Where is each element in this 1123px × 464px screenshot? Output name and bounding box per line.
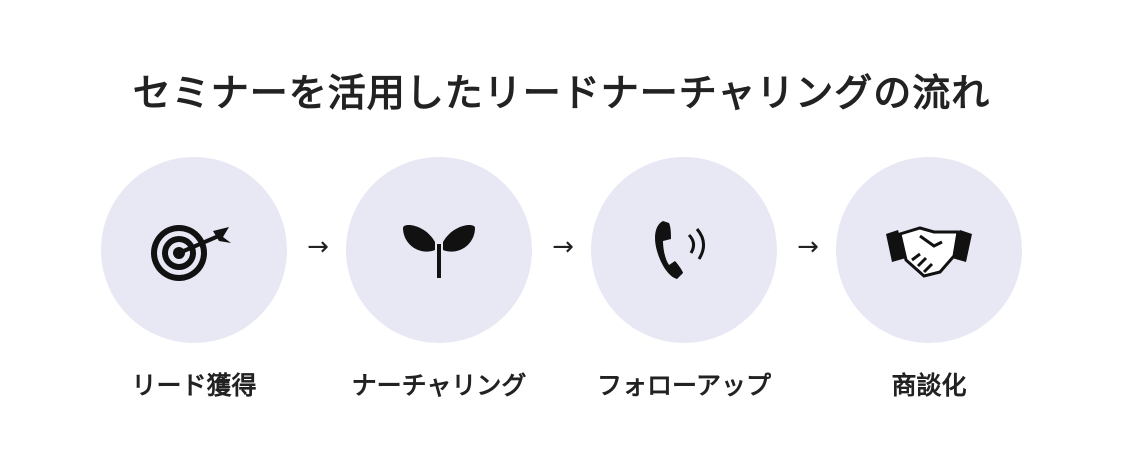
step-circle-lead-acquisition	[101, 157, 287, 343]
handshake-icon	[886, 226, 972, 278]
step-circle-deal	[836, 157, 1022, 343]
phone-icon	[655, 221, 705, 279]
step-circle-follow-up	[591, 157, 777, 343]
sprout-icon	[403, 224, 475, 278]
arrow-right: →	[552, 232, 574, 262]
step-circle-nurturing	[346, 157, 532, 343]
target-icon	[151, 225, 231, 281]
step-label: リード獲得	[131, 371, 257, 400]
diagram-title: セミナーを活用したリードナーチャリングの流れ	[132, 71, 991, 115]
step-label: 商談化	[891, 371, 967, 400]
step-label: ナーチャリング	[351, 371, 527, 400]
step-label: フォローアップ	[596, 371, 771, 400]
arrow-right: →	[797, 232, 819, 262]
arrow-right: →	[307, 232, 329, 262]
